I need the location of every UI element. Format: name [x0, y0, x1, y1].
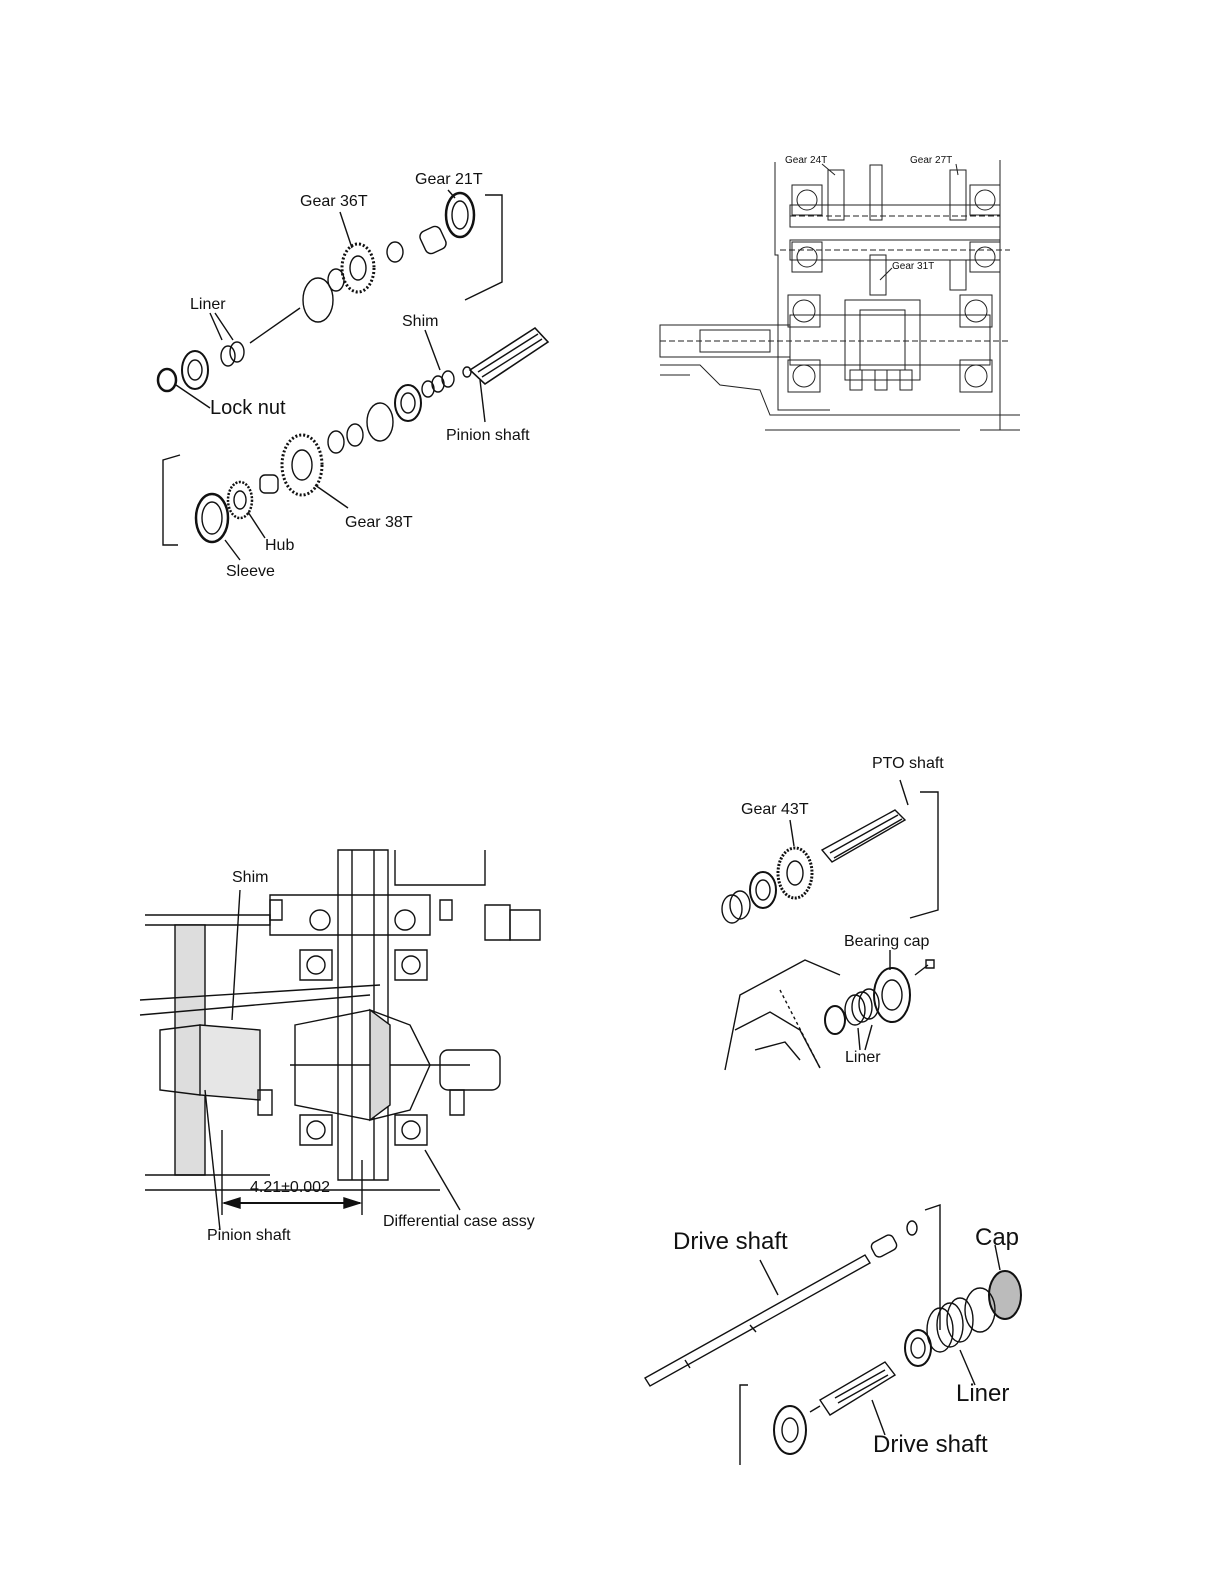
gear-27t-label: Gear 27T: [910, 156, 952, 166]
liner-label: Liner: [845, 1050, 881, 1066]
gear-21t-label: Gear 21T: [415, 172, 483, 188]
gear-38t-label: Gear 38T: [345, 515, 413, 531]
figure-pinion-shaft-exploded: Gear 21T Gear 36T Liner Shim Lock nut Pi…: [140, 160, 580, 600]
differential-section-drawing: [140, 850, 570, 1250]
differential-case-label: Differential case assy: [383, 1214, 535, 1230]
figure-drive-shaft-exploded: Drive shaft Cap Liner Drive shaft: [640, 1200, 1040, 1470]
gear-24t-label: Gear 24T: [785, 156, 827, 166]
dimension-label: 4.21±0.002: [250, 1180, 330, 1196]
cap-label: Cap: [975, 1226, 1019, 1250]
drive-shaft-top-label: Drive shaft: [673, 1230, 788, 1254]
bearing-cap-label: Bearing cap: [844, 934, 929, 950]
figure-pto-shaft-exploded: PTO shaft Gear 43T Bearing cap Liner: [710, 750, 970, 1080]
gear-43t-label: Gear 43T: [741, 802, 809, 818]
shim-label: Shim: [232, 870, 268, 886]
transmission-section-drawing: [660, 150, 1030, 440]
pinion-shaft-label: Pinion shaft: [207, 1228, 291, 1244]
pinion-shaft-label: Pinion shaft: [446, 428, 530, 444]
figure-transmission-section: Gear 24T Gear 27T Gear 31T: [660, 150, 1030, 440]
gear-31t-label: Gear 31T: [892, 262, 934, 272]
hub-label: Hub: [265, 538, 294, 554]
liner-label: Liner: [190, 297, 226, 313]
figure-differential-section: Shim 4.21±0.002 Pinion shaft Differentia…: [140, 850, 570, 1250]
shim-label: Shim: [402, 314, 438, 330]
gear-36t-label: Gear 36T: [300, 194, 368, 210]
drive-shaft-bottom-label: Drive shaft: [873, 1433, 988, 1457]
pto-shaft-exploded-drawing: [710, 750, 970, 1080]
pto-shaft-label: PTO shaft: [872, 756, 944, 772]
liner-label: Liner: [956, 1382, 1009, 1406]
lock-nut-label: Lock nut: [210, 398, 286, 418]
pinion-shaft-exploded-drawing: [140, 160, 580, 600]
sleeve-label: Sleeve: [226, 564, 275, 580]
